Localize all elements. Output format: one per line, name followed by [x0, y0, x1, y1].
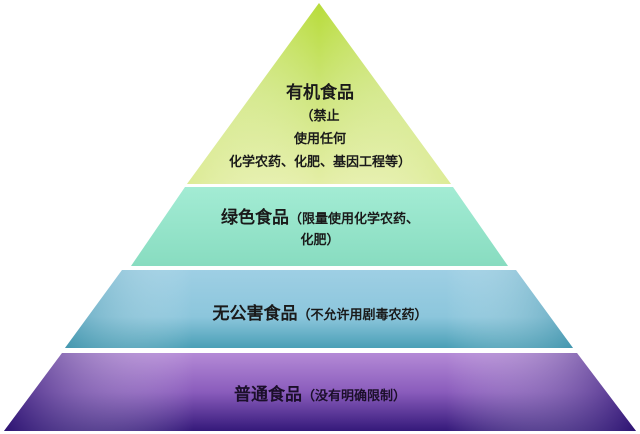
tier-ordinary-label: 普通食品（没有明确限制） — [150, 380, 490, 405]
tier-ordinary-note: （没有明确限制） — [301, 389, 406, 404]
tier-organic-note-3: 化学农药、化肥、基因工程等） — [228, 155, 411, 170]
tier-organic-note-1: （禁止 — [300, 109, 340, 124]
tier-ordinary — [4, 353, 636, 431]
tier-pollution-free-note: （不允许用剧毒农药） — [297, 308, 428, 323]
tier-ordinary-title: 普通食品 — [233, 385, 302, 405]
tier-green-note-1: （限量使用化学农药、 — [288, 212, 419, 227]
tier-green-label: 绿色食品（限量使用化学农药、 化肥） — [175, 207, 465, 251]
tier-green-title: 绿色食品 — [220, 208, 289, 228]
tier-organic-note-2: 使用任何 — [293, 132, 346, 147]
tier-pollution-free-label: 无公害食品（不允许用剧毒农药） — [150, 299, 490, 324]
tier-green — [131, 187, 508, 266]
tier-pollution-free — [65, 270, 573, 348]
tier-organic-label: 有机食品 （禁止 使用任何 化学农药、化肥、基因工程等） — [200, 82, 440, 174]
tier-organic-title: 有机食品 — [286, 83, 354, 103]
tier-pollution-free-title: 无公害食品 — [212, 304, 298, 324]
tier-green-note-2: 化肥） — [300, 233, 340, 248]
tier-organic — [187, 3, 451, 184]
